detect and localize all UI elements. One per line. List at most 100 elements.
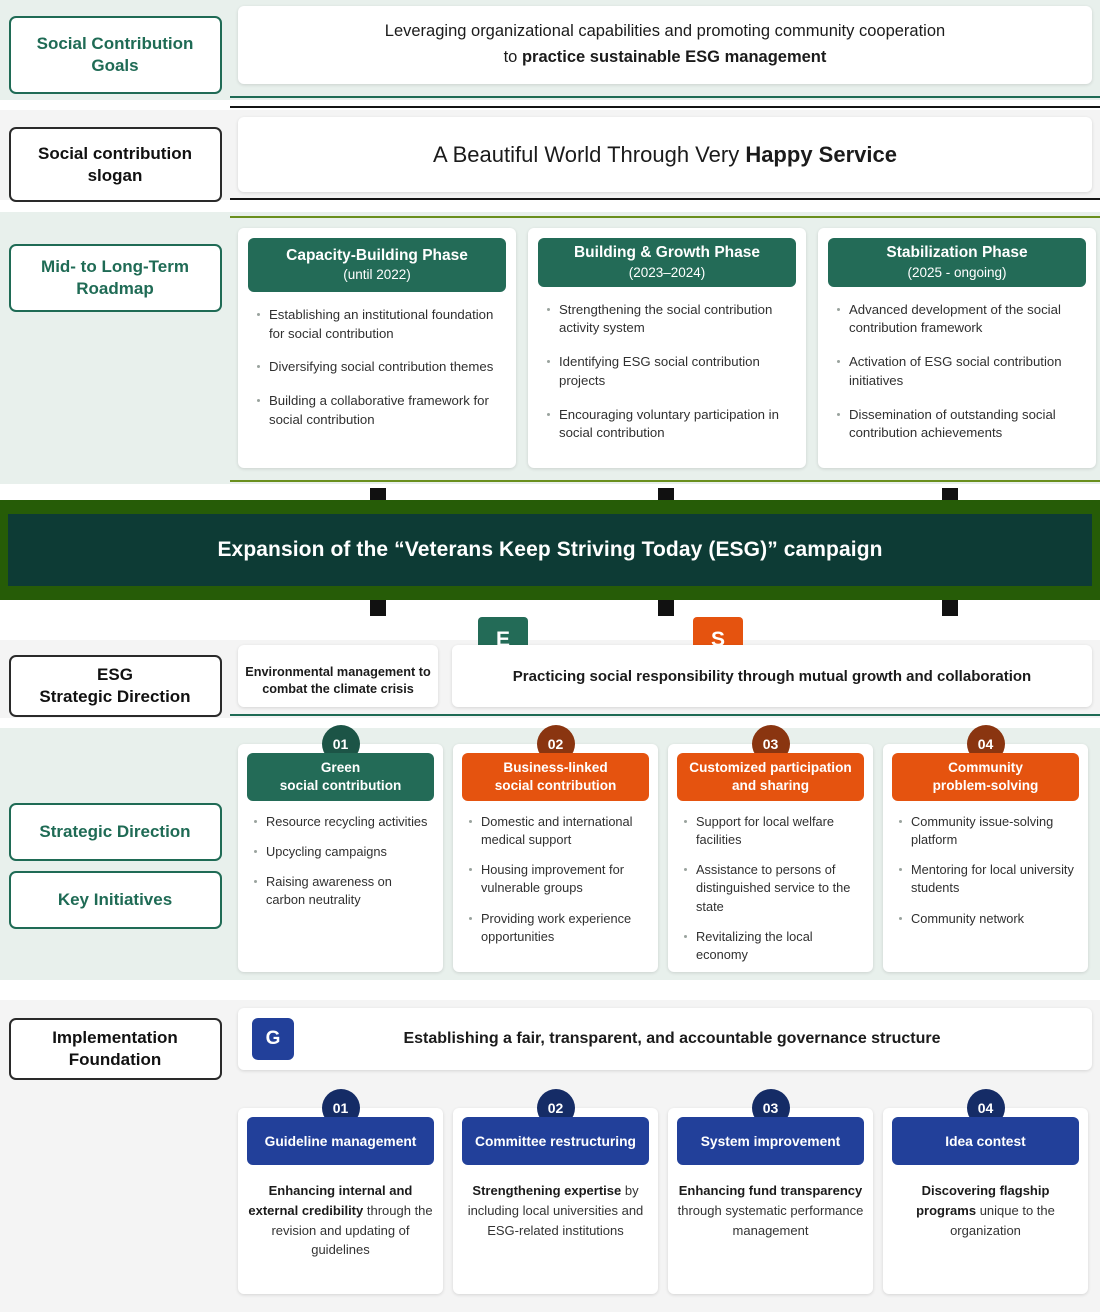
roadmap-phase-header: Stabilization Phase (2025 - ongoing) [828, 238, 1086, 287]
roadmap-divider-top [230, 216, 1100, 218]
roadmap-phase-period: (until 2022) [343, 267, 411, 283]
governance-card-body-bold: Enhancing internal and external credibil… [248, 1183, 413, 1218]
list-item: Activation of ESG social contribution in… [836, 353, 1080, 390]
goals-card: Leveraging organizational capabilities a… [238, 6, 1092, 84]
governance-card-body-bold: Strengthening expertise [472, 1183, 622, 1198]
list-item: Assistance to persons of distinguished s… [683, 861, 862, 915]
list-item: Raising awareness on carbon neutrality [253, 873, 432, 909]
connector-bottom-1 [370, 600, 386, 616]
goals-line-2-bold: practice sustainable ESG management [521, 48, 827, 66]
campaign-banner-text: Expansion of the “Veterans Keep Striving… [217, 538, 883, 561]
roadmap-phase-period: (2023–2024) [628, 264, 706, 280]
governance-g-tag-text: G [265, 1028, 281, 1049]
campaign-banner-wrap: Expansion of the “Veterans Keep Striving… [0, 488, 1100, 616]
list-item: Support for local welfare facilities [683, 813, 862, 849]
governance-card-body-bold: Discovering flagship programs [916, 1183, 1050, 1218]
governance-g-tag: G [252, 1018, 294, 1060]
slogan-divider-bottom [230, 198, 1100, 200]
governance-card-title: System improvement [677, 1117, 864, 1165]
list-item: Upcycling campaigns [253, 843, 432, 861]
list-item: Encouraging voluntary participation in s… [546, 406, 790, 443]
roadmap-phase-items: Advanced development of the social contr… [828, 301, 1086, 458]
governance-card-body: Enhancing internal and external credibil… [248, 1183, 433, 1258]
roadmap-phase-title: Stabilization Phase [886, 244, 1028, 262]
strategic-direction-label-text: Strategic Direction [39, 822, 191, 842]
list-item: Domestic and international medical suppo… [468, 813, 647, 849]
governance-text: Establishing a fair, transparent, and ac… [403, 1030, 941, 1047]
list-item: Strengthening the social contribution ac… [546, 301, 790, 338]
campaign-banner: Expansion of the “Veterans Keep Striving… [8, 514, 1092, 586]
list-item: Identifying ESG social contribution proj… [546, 353, 790, 390]
list-item: Resource recycling activities [253, 813, 432, 831]
governance-card-body: Discovering flagship programs unique to … [916, 1183, 1055, 1238]
esg-s-tag-text: S [710, 627, 725, 651]
governance-card-body: Enhancing fund transparency through syst… [677, 1183, 864, 1238]
roadmap-phase-items: Strengthening the social contribution ac… [538, 301, 796, 458]
list-item: Advanced development of the social contr… [836, 301, 1080, 338]
strategy-label-col: Strategic Direction Key Initiatives [0, 728, 230, 980]
roadmap-phase-period: (2025 - ongoing) [907, 264, 1007, 280]
governance-card-title: Committee restructuring [462, 1117, 649, 1165]
list-item: Building a collaborative framework for s… [256, 392, 500, 429]
esg-e-tag-text: E [495, 627, 510, 651]
roadmap-phase-items: Establishing an institutional foundation… [248, 306, 506, 445]
campaign-banner-outer: Expansion of the “Veterans Keep Striving… [0, 500, 1100, 600]
esg-social-card: Practicing social responsibility through… [452, 645, 1092, 707]
esg-content-col: E S Environmental management to combat t… [230, 617, 1100, 718]
goals-line-2-prefix: to [503, 48, 522, 66]
governance-card-body: Strengthening expertise by including loc… [467, 1183, 644, 1238]
slogan-text-bold: Happy Service [745, 141, 897, 167]
roadmap-phase-header: Capacity-Building Phase(until 2022) [248, 238, 506, 292]
goals-line-1: Leveraging organizational capabilities a… [384, 22, 946, 41]
list-item: Diversifying social contribution themes [256, 358, 500, 377]
roadmap-phase-card: Building & Growth Phase(2023–2024)Streng… [528, 228, 806, 468]
esg-environment-card: Environmental management to combat the c… [238, 645, 438, 707]
slogan-text-prefix: A Beautiful World Through Very [433, 141, 746, 167]
key-initiatives-label-text: Key Initiatives [57, 890, 173, 910]
esg-e-text: Environmental management to combat the c… [245, 665, 431, 697]
roadmap-phase-card: Capacity-Building Phase(until 2022) Estab… [238, 228, 516, 468]
list-item: Providing work experience opportunities [468, 910, 647, 946]
connector-bottom-3 [942, 600, 958, 616]
governance-card-title: Idea contest [892, 1117, 1079, 1165]
esg-s-text: Practicing social responsibility through… [512, 667, 1032, 685]
goals-line-2: to practice sustainable ESG management [385, 45, 945, 71]
list-item: Community issue-solving platform [898, 813, 1077, 849]
goals-divider-green [230, 96, 1100, 98]
key-initiatives-label: Key Initiatives [8, 871, 222, 929]
slogan-card: A Beautiful World Through Very Happy Ser… [238, 117, 1092, 192]
connector-bottom-2 [658, 600, 674, 616]
